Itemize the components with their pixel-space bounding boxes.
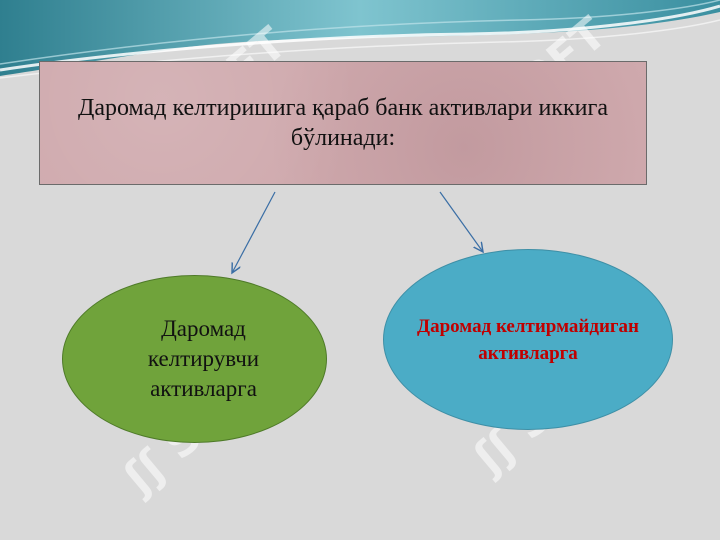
title-text: Даромад келтиришига қараб банк активлари…: [77, 95, 608, 151]
right-node-label: Даромад келтирмайдиган активларга: [417, 315, 639, 364]
title-box: Даромад келтиришига қараб банк активлари…: [39, 61, 647, 185]
left-node-ellipse: Даромад келтирувчи активларга: [62, 275, 327, 443]
arrow-to-left-node: [232, 191, 276, 273]
left-node-label: Даромад келтирувчи активларга: [147, 316, 260, 401]
arrow-to-right-node: [439, 191, 483, 252]
right-node-ellipse: Даромад келтирмайдиган активларга: [383, 249, 673, 430]
